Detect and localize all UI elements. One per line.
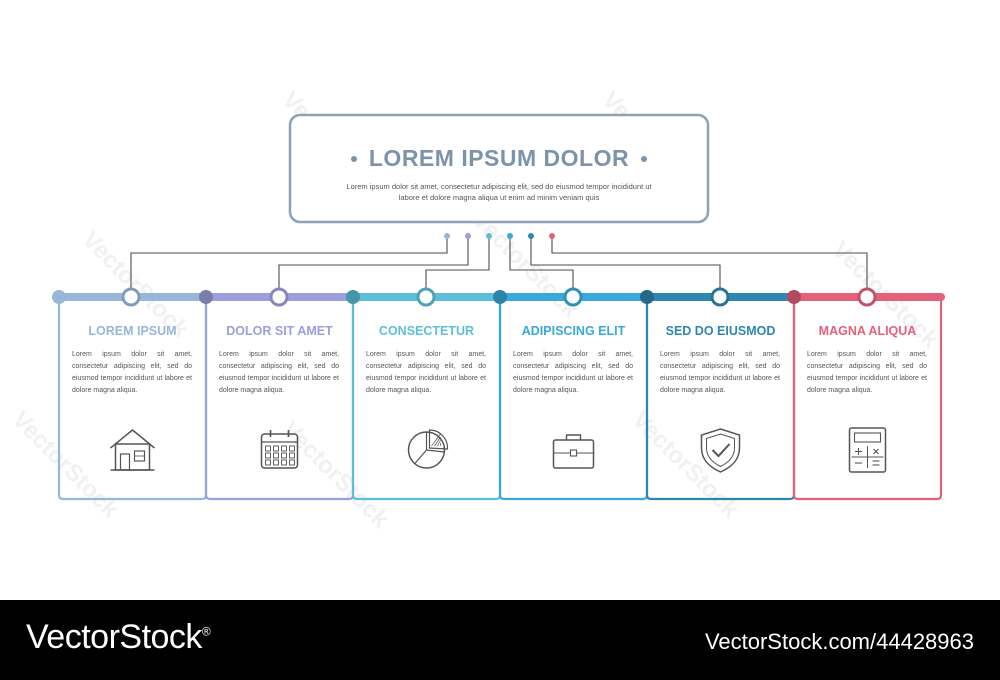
title-bullet-left (350, 155, 357, 162)
connector-dot (528, 233, 534, 239)
connector-dot (507, 233, 513, 239)
pie-chart-icon (407, 429, 449, 469)
watermark-text: VectorStock (7, 406, 125, 524)
title-box-frame (288, 113, 710, 224)
card-node-ring (121, 287, 141, 307)
connector-line (278, 236, 469, 297)
connector-line (551, 236, 868, 297)
card-heading: SED DO EIUSMOD (665, 324, 776, 338)
card-description: Lorem ipsum dolor sit amet, consectetur … (72, 351, 192, 394)
card-description: Lorem ipsum dolor sit amet, consectetur … (660, 351, 780, 394)
briefcase-icon (552, 434, 595, 469)
connector-line (530, 236, 721, 297)
card-heading: DOLOR SIT AMET (226, 324, 333, 338)
card-corner-dot (199, 290, 213, 304)
watermark-text: VectorStock (627, 406, 745, 524)
card-heading: LOREM IPSUM (88, 324, 177, 338)
footer-image-id: VectorStock.com/44428963 (704, 629, 974, 654)
title-box: LOREM IPSUM DOLOR Lorem ipsum dolor sit … (290, 115, 708, 222)
card-corner-dot (493, 290, 507, 304)
card-6 (787, 287, 945, 501)
card-description: Lorem ipsum dolor sit amet, consectetur … (513, 351, 633, 394)
title-bullet-right (641, 155, 648, 162)
shield-check-icon (700, 428, 741, 473)
connector-dot (465, 233, 471, 239)
card-end-dot (937, 293, 945, 301)
card-frame (792, 297, 943, 501)
calculator-icon (848, 427, 887, 473)
card-node-ring (269, 287, 289, 307)
card-corner-dot (640, 290, 654, 304)
calendar-icon (260, 430, 299, 469)
card-node-ring (563, 287, 583, 307)
connector-dot (549, 233, 555, 239)
card-5 (640, 287, 796, 501)
connector-line (425, 236, 490, 297)
page-title: LOREM IPSUM DOLOR (368, 145, 630, 171)
connector-line (509, 236, 574, 297)
connector-line (130, 236, 448, 297)
card-description: Lorem ipsum dolor sit amet, consectetur … (807, 351, 927, 394)
card-node-ring (416, 287, 436, 307)
card-description: Lorem ipsum dolor sit amet, consectetur … (366, 351, 486, 394)
card-node-ring (710, 287, 730, 307)
title-description: Lorem ipsum dolor sit amet, consectetur … (346, 182, 652, 202)
card-corner-dot (787, 290, 801, 304)
footer-brand-logo: VectorStock® (26, 618, 211, 656)
footer-bar: VectorStock® VectorStock.com/44428963 (0, 600, 1000, 680)
house-icon (110, 429, 155, 471)
card-heading: ADIPISCING ELIT (521, 324, 626, 338)
card-heading: MAGNA ALIQUA (818, 324, 917, 338)
connector-dot (444, 233, 450, 239)
card-heading: CONSECTETUR (378, 324, 475, 338)
card-node-ring (857, 287, 877, 307)
card-description: Lorem ipsum dolor sit amet, consectetur … (219, 351, 339, 394)
connector-dot (486, 233, 492, 239)
card-corner-dot (346, 290, 360, 304)
card-corner-dot (52, 290, 66, 304)
